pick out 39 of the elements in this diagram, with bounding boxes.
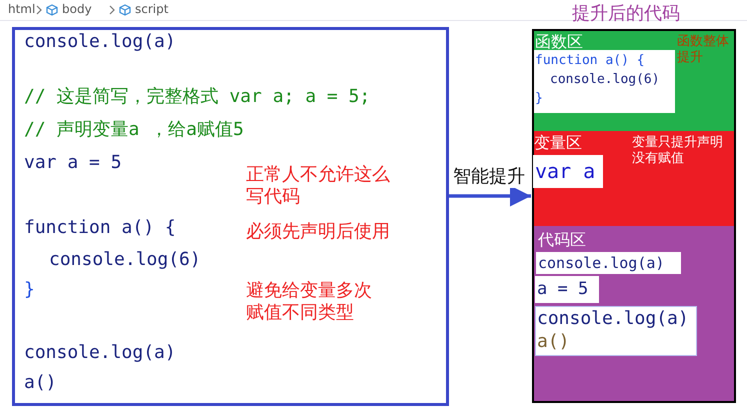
note-text: 避免给变量多次赋值不同类型	[246, 280, 373, 324]
code-box	[536, 252, 681, 274]
code-line: function a() {	[535, 53, 645, 69]
arrow	[449, 186, 531, 206]
code-line: console.log(6)	[550, 72, 660, 88]
code-line: console.log(a)	[24, 31, 176, 53]
code-line: console.log(a)	[538, 254, 664, 272]
zone-heading: 变量区	[534, 133, 582, 152]
code-line: var a = 5	[24, 152, 122, 174]
code-line: a = 5	[537, 279, 588, 300]
code-line: var a	[535, 159, 596, 183]
breadcrumb-text: script	[135, 2, 168, 16]
code-line: console.log(6)	[49, 249, 201, 271]
function-zone	[534, 31, 734, 131]
code-line: a()	[537, 331, 570, 353]
code-line: console.log(a)	[24, 342, 176, 364]
breadcrumb-text: html	[8, 2, 36, 16]
breadcrumb-text: body	[62, 2, 92, 16]
note-text: 必须先声明后使用	[246, 221, 391, 243]
code-line: }	[24, 279, 35, 301]
zone-heading: 函数区	[535, 32, 583, 52]
code-box	[533, 155, 603, 188]
note-text: 正常人不允许这么写代码	[246, 164, 391, 208]
edge-label: 智能提升	[453, 166, 525, 188]
code-comment: // 这是简写，完整格式 var a; a = 5;	[24, 86, 370, 108]
note-text: 函数整体提升	[677, 34, 730, 66]
panel-heading: 提升后的代码	[572, 3, 680, 25]
note-text: 变量只提升声明没有赋值	[632, 135, 724, 166]
code-box	[534, 50, 675, 113]
variable-zone	[534, 131, 734, 226]
code-line: }	[535, 91, 543, 107]
code-line: console.log(a)	[537, 308, 689, 330]
zone-heading: 代码区	[538, 230, 586, 250]
code-box	[535, 306, 697, 356]
code-box	[535, 276, 599, 303]
code-line: function a() {	[24, 217, 176, 239]
code-panel	[12, 27, 449, 406]
code-line: a()	[24, 372, 57, 394]
code-comment: // 声明变量a ，给a赋值5	[24, 119, 244, 141]
